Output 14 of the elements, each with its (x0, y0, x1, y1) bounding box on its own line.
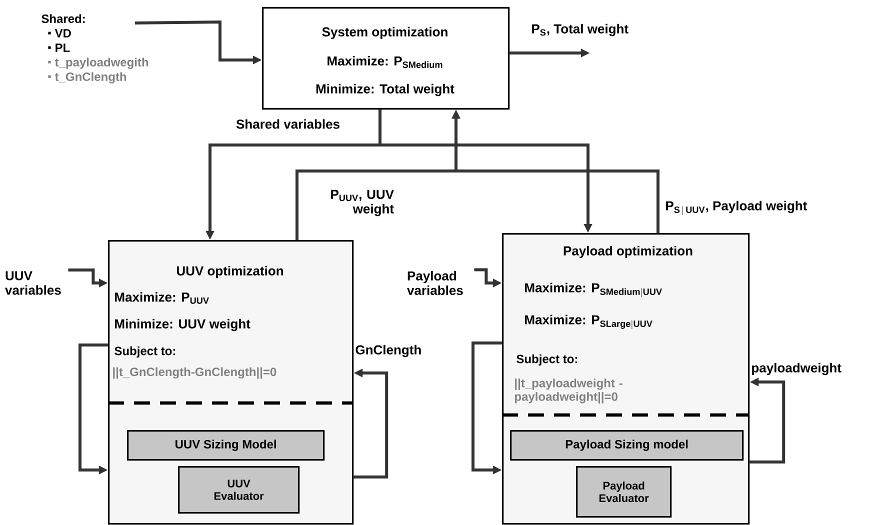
edge-label: $\text{P}_{\text{S}\,|\,\text{UUV}}\text{, Payload weight}$ (666, 200, 807, 216)
evaluator-box: Payload Evaluator (576, 466, 672, 518)
process-box: System optimization Maximize: P$_{SMedium}$ Minimize: Total weight (262, 7, 510, 110)
edge-label: GnClength (356, 344, 421, 358)
edge-label: payloadweight (752, 362, 842, 376)
model-box: Payload Sizing model (510, 430, 744, 461)
model-box: UUV Sizing Model (127, 430, 325, 461)
edge-label: Shared variables (236, 119, 340, 129)
evaluator-box: UUV Evaluator (178, 466, 300, 514)
input-label: UUV variables (5, 271, 61, 295)
edge-label: P$_{S}$, Total weight (532, 24, 628, 36)
edge-label: P$_{UUV}$, UUV weight (331, 190, 394, 216)
shared-variables-list: Shared: VD PL t_payloadwegith t_GnClength (42, 14, 148, 84)
input-label: Payload variables (407, 270, 463, 296)
